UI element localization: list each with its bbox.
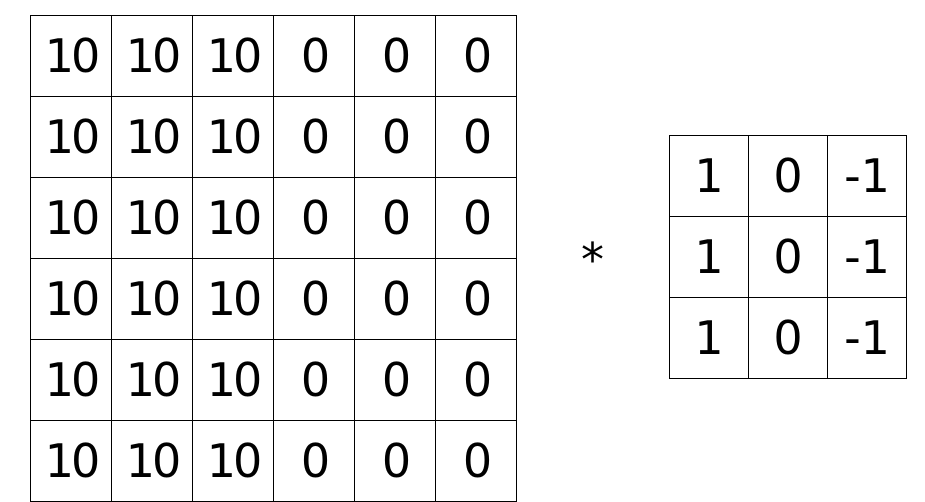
input-matrix-cell: 10 xyxy=(111,258,193,340)
input-matrix-cell: 10 xyxy=(111,15,193,97)
input-matrix-cell: 10 xyxy=(30,15,112,97)
input-matrix-cell: 0 xyxy=(273,339,355,421)
input-matrix-cell: 0 xyxy=(354,339,436,421)
input-matrix-cell: 10 xyxy=(192,339,274,421)
input-matrix-cell: 0 xyxy=(435,339,517,421)
input-matrix-cell: 0 xyxy=(435,177,517,259)
filter-matrix-cell: -1 xyxy=(827,135,907,217)
filter-matrix-cell: 1 xyxy=(669,297,749,379)
input-matrix-cell: 10 xyxy=(111,420,193,502)
input-matrix-cell: 10 xyxy=(192,420,274,502)
input-matrix-cell: 10 xyxy=(111,339,193,421)
input-matrix-cell: 0 xyxy=(354,96,436,178)
input-matrix-cell: 10 xyxy=(111,96,193,178)
input-matrix-cell: 10 xyxy=(30,339,112,421)
input-matrix-cell: 10 xyxy=(30,177,112,259)
input-matrix-cell: 0 xyxy=(273,177,355,259)
filter-matrix-cell: -1 xyxy=(827,216,907,298)
input-matrix-cell: 0 xyxy=(354,15,436,97)
input-matrix-cell: 0 xyxy=(273,420,355,502)
filter-matrix-cell: 1 xyxy=(669,135,749,217)
input-matrix-cell: 0 xyxy=(435,258,517,340)
convolution-operator: * xyxy=(581,233,604,287)
filter-matrix-cell: 0 xyxy=(748,216,828,298)
input-matrix-cell: 0 xyxy=(354,258,436,340)
input-matrix-cell: 10 xyxy=(30,96,112,178)
filter-matrix-cell: 0 xyxy=(748,297,828,379)
input-matrix-cell: 10 xyxy=(30,258,112,340)
input-matrix-cell: 0 xyxy=(435,420,517,502)
input-matrix-cell: 10 xyxy=(30,420,112,502)
input-matrix-cell: 0 xyxy=(354,420,436,502)
filter-matrix-cell: -1 xyxy=(827,297,907,379)
input-matrix-cell: 0 xyxy=(273,258,355,340)
input-matrix-cell: 10 xyxy=(111,177,193,259)
input-matrix-cell: 0 xyxy=(354,177,436,259)
input-matrix-cell: 10 xyxy=(192,15,274,97)
input-matrix-cell: 0 xyxy=(435,96,517,178)
input-matrix-cell: 0 xyxy=(273,15,355,97)
input-matrix-cell: 0 xyxy=(273,96,355,178)
input-matrix-cell: 10 xyxy=(192,96,274,178)
input-matrix-cell: 0 xyxy=(435,15,517,97)
filter-matrix-cell: 1 xyxy=(669,216,749,298)
filter-matrix-cell: 0 xyxy=(748,135,828,217)
input-matrix-cell: 10 xyxy=(192,258,274,340)
input-matrix-cell: 10 xyxy=(192,177,274,259)
